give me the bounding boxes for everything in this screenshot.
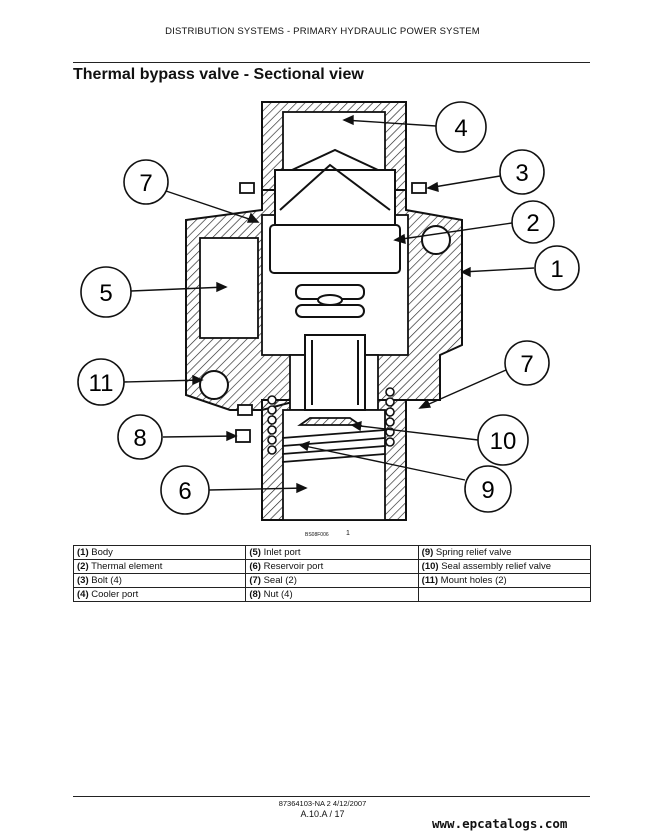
legend-text: Thermal element bbox=[91, 561, 163, 572]
callout-label: 4 bbox=[454, 115, 467, 142]
footer-doc-id: 87364103-NA 2 4/12/2007 bbox=[278, 799, 367, 808]
legend-text: Bolt (4) bbox=[91, 575, 122, 586]
callout-4: 4 bbox=[435, 101, 487, 153]
legend-text: Nut (4) bbox=[263, 589, 293, 600]
callout-2: 2 bbox=[511, 200, 555, 244]
legend-text: Seal (2) bbox=[263, 575, 297, 586]
legend-text: Seal assembly relief valve bbox=[441, 561, 552, 572]
legend-number: (1) bbox=[77, 547, 89, 558]
figure-code: BS08F006 bbox=[305, 532, 329, 538]
callouts: 1 2 3 4 5 6 7 7 8 9 10 11 bbox=[77, 101, 580, 515]
thermal-element bbox=[269, 148, 401, 411]
callout-label: 3 bbox=[515, 160, 528, 187]
figure-number: 1 bbox=[346, 530, 350, 537]
callout-label: 2 bbox=[526, 210, 539, 237]
seal-balls bbox=[267, 387, 395, 455]
callout-label: 5 bbox=[99, 280, 112, 307]
running-header: DISTRIBUTION SYSTEMS - PRIMARY HYDRAULIC… bbox=[165, 26, 480, 37]
table-row: (1) Body (5) Inlet port (9) Spring relie… bbox=[72, 545, 592, 560]
legend-number: (6) bbox=[249, 561, 261, 572]
header-rule bbox=[73, 62, 590, 63]
legend-cell: (3) Bolt (4) bbox=[72, 573, 247, 588]
legend-cell: (8) Nut (4) bbox=[245, 587, 419, 602]
callout-7-right: 7 bbox=[504, 340, 550, 386]
legend-cell: (5) Inlet port bbox=[245, 545, 419, 560]
callout-7-top: 7 bbox=[123, 159, 169, 205]
legend-number: (3) bbox=[77, 575, 89, 586]
legend-cell: (2) Thermal element bbox=[72, 559, 247, 574]
relief-spring bbox=[281, 417, 386, 463]
page-title: Thermal bypass valve - Sectional view bbox=[73, 66, 364, 83]
legend-number: (8) bbox=[249, 589, 261, 600]
legend-cell: (11) Mount holes (2) bbox=[417, 573, 592, 588]
legend-cell: (9) Spring relief valve bbox=[417, 545, 592, 560]
callout-11: 11 bbox=[77, 358, 125, 406]
parts-legend-table: (1) Body (5) Inlet port (9) Spring relie… bbox=[72, 545, 592, 602]
legend-number: (9) bbox=[421, 547, 434, 558]
callout-label: 9 bbox=[481, 477, 494, 504]
legend-number: (10) bbox=[421, 561, 439, 572]
callout-label: 6 bbox=[178, 478, 191, 505]
legend-cell: (10) Seal assembly relief valve bbox=[417, 559, 592, 574]
callout-1: 1 bbox=[534, 245, 580, 291]
legend-cell: (1) Body bbox=[72, 545, 247, 560]
legend-cell bbox=[417, 587, 592, 602]
legend-cell: (7) Seal (2) bbox=[245, 573, 419, 588]
bolts-and-nuts bbox=[235, 182, 427, 443]
footer-page-number: A.10.A / 17 bbox=[300, 809, 345, 819]
legend-number: (2) bbox=[77, 561, 89, 572]
callout-6: 6 bbox=[160, 465, 210, 515]
callout-label: 8 bbox=[133, 425, 146, 452]
legend-text: Mount holes (2) bbox=[440, 575, 507, 586]
sectional-view-diagram: 1 2 3 4 5 6 7 7 8 9 10 11 bbox=[77, 101, 580, 521]
callout-8: 8 bbox=[117, 414, 163, 460]
callout-label: 1 bbox=[550, 256, 563, 283]
callout-10: 10 bbox=[477, 414, 529, 466]
callout-9: 9 bbox=[464, 465, 512, 513]
callout-label: 7 bbox=[520, 351, 533, 378]
legend-number: (7) bbox=[249, 575, 261, 586]
legend-number: (5) bbox=[249, 547, 261, 558]
table-row: (3) Bolt (4) (7) Seal (2) (11) Mount hol… bbox=[72, 573, 592, 588]
leader-lines bbox=[122, 114, 535, 494]
legend-number: (4) bbox=[77, 589, 89, 600]
footer-rule bbox=[73, 796, 590, 797]
legend-text: Spring relief valve bbox=[435, 547, 512, 558]
legend-text: Body bbox=[91, 547, 113, 558]
watermark-url: www.epcatalogs.com bbox=[432, 816, 568, 831]
legend-text: Inlet port bbox=[263, 547, 301, 558]
legend-text: Reservoir port bbox=[263, 561, 324, 572]
callout-label: 7 bbox=[139, 170, 152, 197]
callout-3: 3 bbox=[499, 149, 545, 195]
table-row: (4) Cooler port (8) Nut (4) bbox=[72, 587, 592, 602]
legend-number: (11) bbox=[421, 575, 439, 586]
callout-label: 11 bbox=[89, 370, 114, 397]
callout-label: 10 bbox=[490, 428, 517, 455]
legend-cell: (4) Cooler port bbox=[72, 587, 247, 602]
legend-cell: (6) Reservoir port bbox=[245, 559, 419, 574]
callout-5: 5 bbox=[80, 266, 132, 318]
table-row: (2) Thermal element (6) Reservoir port (… bbox=[72, 559, 592, 574]
legend-text: Cooler port bbox=[91, 589, 139, 600]
